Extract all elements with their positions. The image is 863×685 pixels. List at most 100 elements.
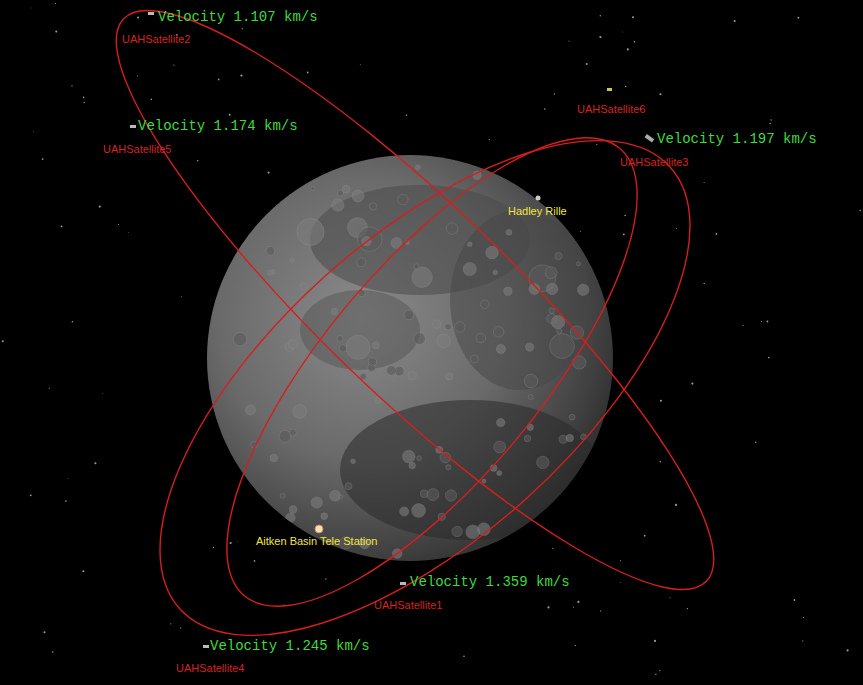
star	[137, 16, 139, 18]
shadow-region	[340, 400, 600, 540]
crater	[337, 336, 343, 342]
star	[42, 158, 44, 160]
velocity-readout: Velocity 1.174 km/s	[138, 119, 298, 134]
star	[218, 79, 220, 81]
satellite-name: UAHSatellite5	[103, 143, 171, 155]
star	[180, 296, 182, 298]
crater	[437, 334, 450, 347]
star	[577, 601, 579, 603]
star	[102, 392, 104, 394]
star	[654, 640, 656, 642]
star	[49, 388, 50, 389]
crater	[549, 308, 555, 314]
star	[620, 582, 622, 584]
crater	[288, 340, 297, 349]
star	[489, 139, 490, 140]
satellite-icon	[203, 645, 209, 648]
star	[660, 400, 662, 402]
crater	[537, 456, 549, 468]
star	[118, 224, 119, 225]
star	[83, 97, 85, 99]
star	[596, 144, 597, 145]
star	[94, 462, 96, 464]
crater	[551, 315, 564, 328]
star	[268, 172, 270, 174]
star	[84, 102, 85, 103]
crater	[400, 507, 409, 516]
star	[575, 645, 576, 646]
crater	[332, 199, 344, 211]
satellite-name: UAHSatellite4	[176, 662, 244, 674]
star	[620, 560, 621, 561]
satellite-markers	[130, 12, 654, 648]
star	[687, 608, 688, 609]
crater	[300, 283, 307, 290]
crater	[331, 308, 337, 314]
crater	[233, 333, 247, 347]
star	[325, 578, 326, 579]
crater	[468, 242, 473, 247]
satellite-icon	[400, 582, 406, 585]
star	[71, 85, 72, 86]
crater	[452, 526, 462, 536]
crater	[279, 430, 291, 442]
crater	[493, 270, 498, 275]
star	[634, 41, 636, 43]
crater	[289, 506, 297, 514]
crater	[546, 283, 557, 294]
crater	[470, 355, 478, 363]
star	[197, 160, 199, 162]
star	[359, 64, 361, 66]
crater	[417, 456, 422, 461]
site-name: Hadley Rille	[508, 205, 567, 217]
star	[761, 321, 762, 322]
crater	[455, 322, 466, 333]
crater	[412, 504, 426, 518]
star	[61, 225, 63, 227]
moon-disc	[207, 155, 613, 561]
star	[237, 541, 239, 543]
crater	[496, 344, 505, 353]
crater	[486, 246, 499, 259]
star	[128, 231, 130, 233]
star	[659, 93, 661, 95]
satellite-name: UAHSatellite1	[374, 599, 442, 611]
crater	[321, 513, 328, 520]
star	[655, 674, 656, 675]
star	[600, 610, 601, 611]
crater	[557, 328, 562, 333]
crater	[525, 343, 533, 351]
satellite-icon	[148, 12, 154, 15]
crater	[555, 253, 562, 260]
star	[660, 461, 662, 463]
crater	[433, 320, 441, 328]
crater	[566, 434, 574, 442]
star	[769, 123, 770, 124]
star	[43, 631, 45, 633]
crater	[569, 414, 575, 420]
star	[463, 655, 465, 657]
star	[803, 617, 804, 618]
crater	[494, 441, 506, 453]
moon-surface	[233, 165, 600, 558]
crater	[293, 405, 307, 419]
star	[82, 570, 84, 572]
star	[859, 210, 861, 212]
crater	[415, 165, 420, 170]
star	[2, 340, 4, 342]
crater	[528, 395, 533, 400]
star	[33, 130, 35, 132]
crater	[463, 262, 476, 275]
crater	[427, 489, 439, 501]
crater	[311, 187, 315, 191]
crater	[408, 372, 416, 380]
crater	[345, 483, 352, 490]
star	[229, 114, 231, 116]
star	[170, 623, 171, 624]
site-marker	[536, 196, 541, 201]
crater	[550, 334, 575, 359]
star-field	[2, 3, 861, 675]
orbit-path	[79, 56, 770, 685]
star	[30, 494, 32, 496]
